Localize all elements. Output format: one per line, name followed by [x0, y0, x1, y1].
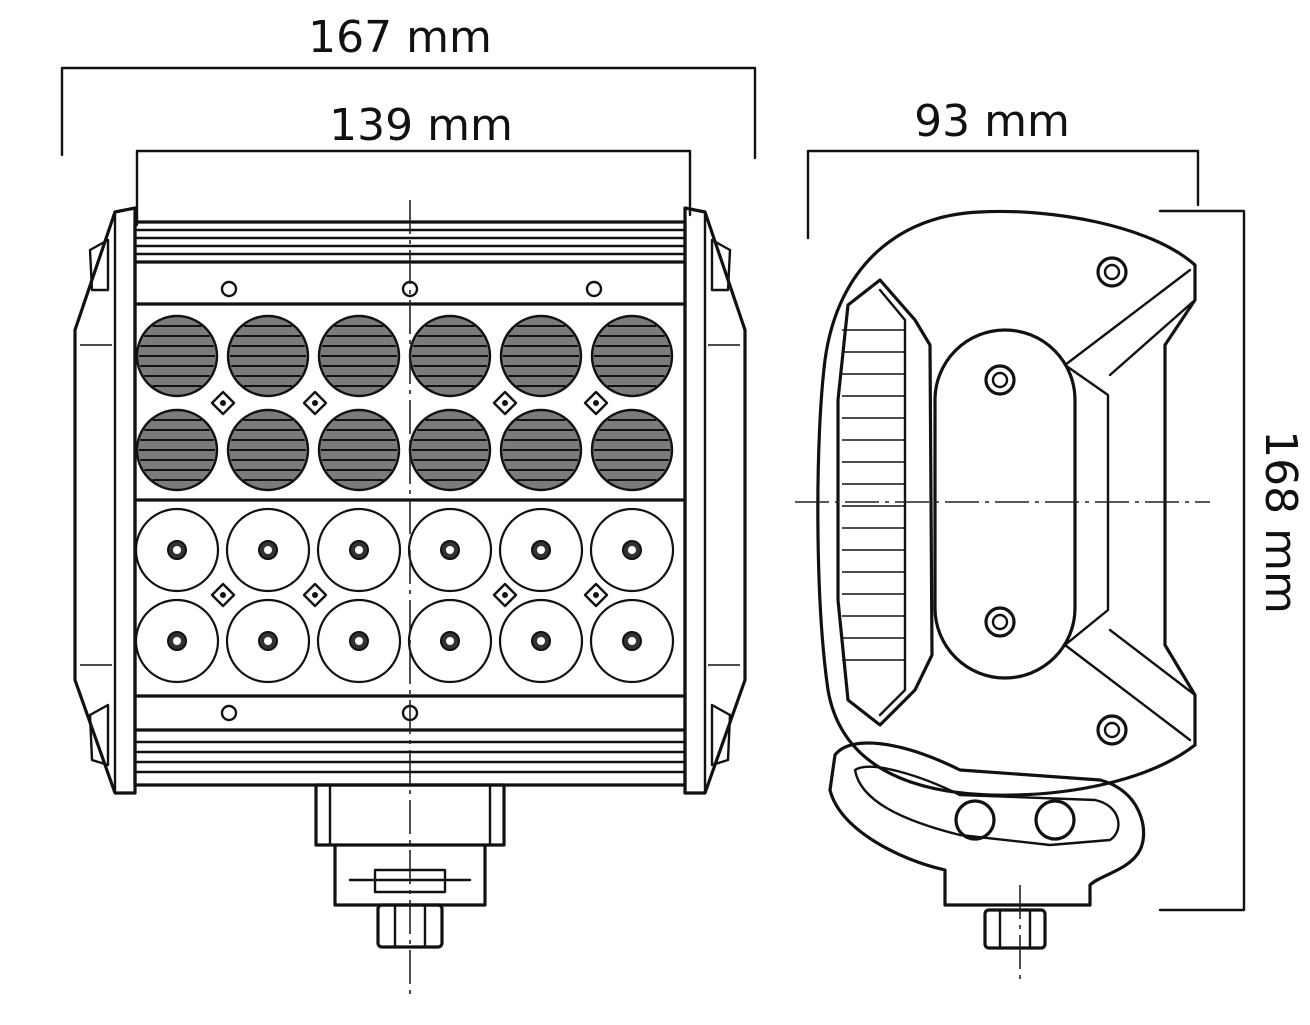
- side-fin-group: [842, 329, 905, 661]
- spot-lens: [135, 408, 219, 492]
- mounting-nut-icon: [983, 908, 1047, 950]
- dimension-depth: 93 mm: [806, 96, 1200, 240]
- dimension-overall-width: 167 mm: [60, 12, 757, 160]
- flood-lens: [316, 507, 402, 593]
- side-mounting-bracket: [828, 741, 1146, 950]
- spot-lens: [499, 408, 583, 492]
- flood-lens-group: [134, 507, 675, 684]
- bottom-screws: [220, 704, 419, 722]
- dimension-inner-width: 139 mm: [135, 100, 692, 227]
- flood-lens: [134, 598, 220, 684]
- bracket-knob-icon: [1034, 799, 1076, 841]
- spot-lens: [590, 408, 674, 492]
- spot-lens: [226, 314, 310, 398]
- screw-hole-icon: [585, 280, 603, 298]
- diamond-marker: [302, 582, 328, 608]
- spot-lens: [408, 314, 492, 398]
- spot-lens: [226, 408, 310, 492]
- diamond-marker: [583, 390, 609, 416]
- bolt-icon: [1096, 714, 1128, 746]
- spot-lens: [408, 408, 492, 492]
- bolt-icon: [984, 364, 1016, 396]
- flood-lens: [225, 507, 311, 593]
- screw-hole-icon: [220, 704, 238, 722]
- top-screws: [220, 280, 603, 298]
- diamond-marker: [210, 582, 236, 608]
- diamond-marker: [210, 390, 236, 416]
- flood-lens: [225, 598, 311, 684]
- side-housing-outline: [816, 209, 1197, 797]
- spot-lens: [317, 314, 401, 398]
- right-end-cap: [683, 206, 747, 795]
- bracket-knob-icon: [954, 799, 996, 841]
- spot-lens: [499, 314, 583, 398]
- flood-lens: [407, 598, 493, 684]
- dimension-height: 168 mm: [1158, 209, 1306, 912]
- spot-lens: [135, 314, 219, 398]
- spot-lens-group: [135, 314, 674, 492]
- side-mount-capsule: [933, 328, 1077, 680]
- left-end-cap: [73, 206, 137, 795]
- bolt-icon: [1096, 256, 1128, 288]
- spot-lens: [590, 314, 674, 398]
- height-label: 168 mm: [1255, 430, 1306, 614]
- flood-lens: [589, 507, 675, 593]
- flood-lens: [589, 598, 675, 684]
- flood-lens: [407, 507, 493, 593]
- flood-lens: [498, 507, 584, 593]
- inner-width-label: 139 mm: [329, 100, 513, 151]
- diamond-marker: [583, 582, 609, 608]
- front-view: [73, 200, 747, 1000]
- depth-label: 93 mm: [914, 96, 1070, 147]
- diamond-marker: [492, 582, 518, 608]
- screw-hole-icon: [220, 280, 238, 298]
- flood-lens: [134, 507, 220, 593]
- diamond-marker: [492, 390, 518, 416]
- flood-lens: [498, 598, 584, 684]
- spot-lens: [317, 408, 401, 492]
- diamond-mark-group: [210, 390, 609, 608]
- bolt-icon: [984, 606, 1016, 638]
- diamond-marker: [302, 390, 328, 416]
- overall-width-label: 167 mm: [308, 12, 492, 63]
- side-view: [795, 209, 1210, 980]
- flood-lens: [316, 598, 402, 684]
